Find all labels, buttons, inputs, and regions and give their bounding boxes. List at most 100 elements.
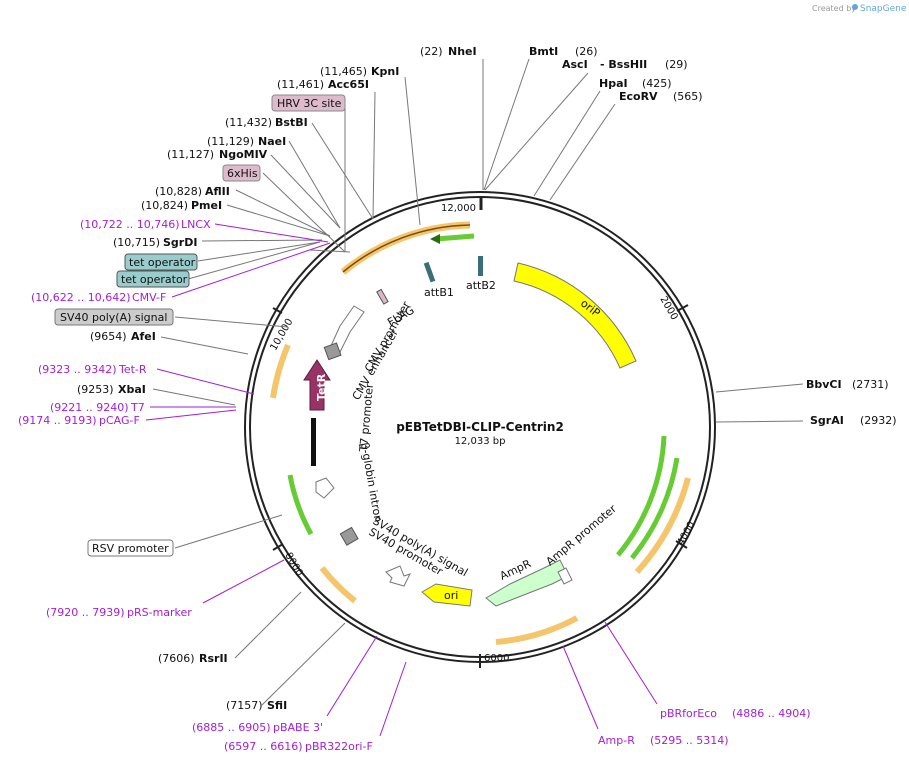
green-arc-right-2 [630,457,680,560]
sv40-prom-arrow [385,565,411,587]
sv40-square [339,526,359,546]
site-kpni-pos: (11,465) [320,65,367,78]
orf-arc-bottom [495,615,579,645]
site-asci-name: AscI [562,58,588,71]
tick-label-6000: 6000 [484,653,509,664]
his-box [222,164,261,182]
ori-feature [421,583,473,607]
credit-brand: SnapGene [860,4,907,14]
site-kpni-name: KpnI [371,65,399,78]
tetop2-box [116,270,190,288]
green-arc-left [287,474,314,536]
tick-2000 [676,304,689,312]
site-acc65i-pos: (11,461) [277,78,324,91]
flag-marker [376,288,389,305]
primer-prs-range: (7920 .. 7939) [46,606,125,619]
site-afei-pos: (9654) [90,330,127,343]
sv40pa-box [54,308,174,326]
orf-arc-right [634,477,691,575]
plasmid-length: 12,033 bp [455,436,506,447]
bglobin-bar [311,418,316,466]
hrv3c-label: HRV 3C site [277,97,342,110]
site-rsrii-pos: (7606) [158,652,195,665]
site-ngomiv-pos: (11,127) [167,148,214,161]
site-aflii-name: AflII [205,185,230,198]
plasmid-name: pEBTetDBI-CLIP-Centrin2 [396,420,564,434]
orf-arc-top-left [340,221,471,275]
t7-label: T7 promoter [357,383,376,454]
site-sgrai-name: SgrAI [810,414,844,427]
snapgene-logo-icon [852,4,858,10]
tick-label-8000: 8000 [282,551,304,579]
primer-ampr-range: (5295 .. 5314) [650,734,729,747]
tick-label-10000: 10,000 [268,317,295,353]
cmv-square [323,342,342,361]
site-nhei-pos: (22) [420,45,443,58]
site-acc65i-name: Acc65I [328,78,369,91]
site-bstbi-name: BstBI [275,116,308,129]
site-hpai-pos: (425) [642,77,672,90]
ori-label: ori [444,589,458,602]
primer-pbabe-range: (6885 .. 6905) [192,721,271,734]
site-ngomiv-name: NgoMIV [219,148,268,161]
site-xbai-pos: (9253) [77,383,114,396]
site-xbai-name: XbaI [118,383,146,396]
primer-lncx-name: LNCX [181,218,211,231]
tetop1-label: tet operator [129,256,196,269]
site-ecorv-name: EcoRV [619,90,658,103]
site-naei-pos: (11,129) [207,135,254,148]
site-asci-pos: (29) [665,58,688,71]
green-arc-top [435,233,475,242]
site-naei-name: NaeI [258,135,286,148]
credit-text: Created by [812,4,856,13]
primer-t7-name: T7 [130,401,145,414]
orf-arc-top-left-core [342,224,471,273]
tetop1-box [124,253,198,271]
attb1-marker [423,261,436,283]
cmv-promoter-label: CMV promoter [362,299,413,375]
site-bmti-name: BmtI [529,45,558,58]
site-bstbi-pos: (11,432) [225,116,272,129]
primer-pbabe-name: pBABE 3' [273,721,323,734]
site-ecorv-pos: (565) [673,90,703,103]
tetr-label: TetR [315,373,328,401]
primer-t7-range: (9221 .. 9240) [50,401,129,414]
rsv-box [87,539,174,557]
attb1-label: attB1 [424,286,454,299]
ampr-prom-arrow [557,567,573,585]
site-sgrdi-pos: (10,715) [113,236,160,249]
ampr-prom-label: AmpR promoter [544,502,620,568]
primer-pcagf-name: pCAG-F [99,414,140,427]
site-nhei-name: NheI [448,45,477,58]
site-afei-name: AfeI [131,330,156,343]
attb2-marker [478,256,483,276]
site-leaders-top [152,58,804,706]
site-sfii-pos: (7157) [226,699,263,712]
site-pmei-pos: (10,824) [141,199,188,212]
tick-8000 [272,543,284,551]
his-label: 6xHis [227,167,258,180]
tetop2-label: tet operator [121,273,188,286]
primer-pbr322-range: (6597 .. 6616) [224,740,303,753]
tick-label-4000: 4000 [675,520,697,548]
site-bbvci-name: BbvCI [806,378,842,391]
site-bmti-pos: (26) [575,45,598,58]
outline-arrow-left [315,477,335,499]
orip-feature [513,262,637,369]
primer-pbrforeco-name: pBRforEco [660,707,717,720]
site-asci-extra: - BssHII [600,58,647,71]
sv40pa-box-label: SV40 poly(A) signal [60,311,167,324]
rsv-label: RSV promoter [92,542,169,555]
primer-leaders [145,223,658,737]
site-bbvci-pos: (2731) [852,378,889,391]
primer-pbrforeco-range: (4886 .. 4904) [732,707,811,720]
bglobin-label: β-globin intron [358,441,385,523]
site-sgrai-pos: (2932) [860,414,897,427]
attb2-label: attB2 [466,279,496,292]
primer-tetr-name: Tet-R [118,363,147,376]
tick-label-12000: 12,000 [441,203,476,214]
hrv3c-box [271,94,346,112]
green-arc-right-1 [616,435,667,557]
site-sfii-name: SfiI [267,699,287,712]
